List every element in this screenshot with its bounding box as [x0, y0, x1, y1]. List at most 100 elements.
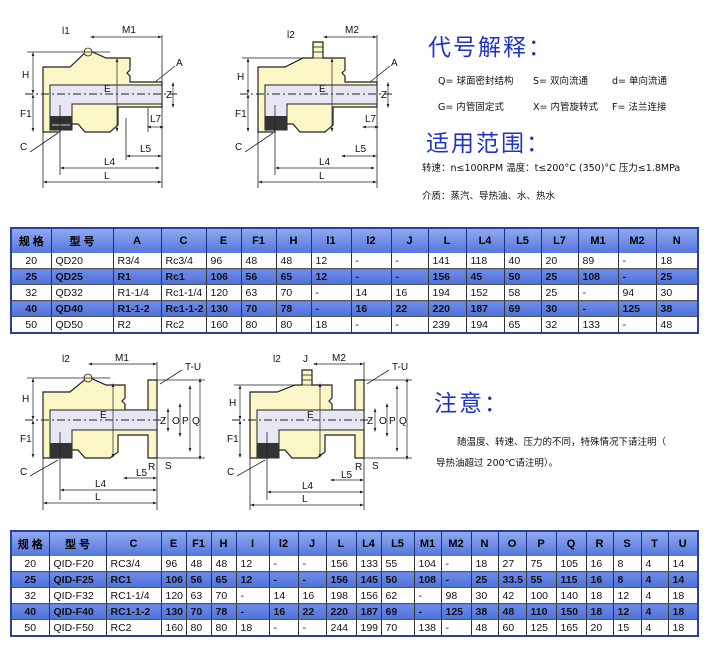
- table-cell: 133: [356, 556, 382, 572]
- table-cell: 18: [586, 603, 614, 620]
- label-h: H: [229, 398, 236, 409]
- table-cell: 58: [504, 284, 542, 301]
- table-cell: 30: [656, 284, 699, 301]
- label-s: S: [165, 461, 172, 472]
- label-m2: M2: [332, 353, 346, 364]
- table-cell: 125: [526, 619, 557, 637]
- table-cell: 33.5: [498, 571, 527, 588]
- label-l2: l2: [273, 354, 281, 365]
- table-cell: 70: [241, 300, 277, 317]
- table-cell: 115: [556, 571, 587, 588]
- table-cell: 62: [381, 587, 415, 604]
- table-cell: 145: [356, 571, 382, 588]
- table-cell: 12: [613, 603, 642, 620]
- table-cell: 18: [656, 253, 699, 269]
- table-cell: 220: [326, 603, 357, 620]
- table-cell: 125: [441, 603, 472, 620]
- table-cell: QD32: [51, 284, 114, 301]
- column-header: C: [161, 228, 207, 253]
- label-f1: F1: [20, 434, 32, 445]
- column-header: l2: [351, 228, 392, 253]
- table-cell: 96: [206, 253, 242, 269]
- label-a: A: [176, 58, 183, 69]
- table-cell: -: [298, 556, 327, 572]
- table-cell: R2: [113, 316, 162, 334]
- table-cell: 120: [161, 587, 187, 604]
- label-l4: L4: [319, 157, 331, 168]
- column-header: M2: [618, 228, 657, 253]
- column-header: R: [586, 531, 614, 556]
- table-cell: Rc1: [161, 268, 207, 285]
- table-cell: 56: [186, 571, 212, 588]
- table-cell: 40: [11, 300, 52, 317]
- table-cell: -: [441, 571, 472, 588]
- table-cell: 48: [656, 316, 699, 334]
- label-o: O: [379, 416, 387, 427]
- table-cell: 4: [641, 603, 669, 620]
- label-e: E: [307, 410, 314, 421]
- table-cell: 55: [526, 571, 557, 588]
- label-f1: F1: [20, 109, 32, 120]
- table-cell: 48: [471, 619, 499, 637]
- table-cell: 80: [211, 619, 237, 637]
- table-cell: 48: [241, 253, 277, 269]
- table-cell: 194: [466, 316, 505, 334]
- table-cell: 18: [586, 587, 614, 604]
- label-r: R: [355, 462, 362, 473]
- table-cell: 48: [211, 556, 237, 572]
- column-header: P: [526, 531, 557, 556]
- table-cell: 12: [311, 253, 352, 269]
- table-cell: 25: [541, 284, 579, 301]
- table-cell: 65: [211, 571, 237, 588]
- column-header: 规 格: [11, 531, 50, 556]
- table-cell: 4: [641, 619, 669, 637]
- table-cell: 198: [326, 587, 357, 604]
- column-header: E: [161, 531, 187, 556]
- table-cell: 8: [613, 571, 642, 588]
- table-cell: 156: [428, 268, 467, 285]
- table-cell: 12: [236, 556, 270, 572]
- table-cell: 220: [428, 300, 467, 317]
- column-header: H: [276, 228, 312, 253]
- table-cell: 16: [269, 603, 299, 620]
- table-cell: 8: [613, 556, 642, 572]
- table-cell: 100: [526, 587, 557, 604]
- table-cell: -: [311, 284, 352, 301]
- table-cell: R1: [113, 268, 162, 285]
- table-cell: -: [391, 253, 429, 269]
- table-cell: 239: [428, 316, 467, 334]
- table-cell: 38: [471, 603, 499, 620]
- table-cell: 55: [381, 556, 415, 572]
- column-header: L: [428, 228, 467, 253]
- legend-item-x: X= 内管旋转式: [533, 102, 598, 113]
- label-z: Z: [166, 90, 172, 101]
- table-cell: 50: [381, 571, 415, 588]
- table-cell: 16: [298, 587, 327, 604]
- column-header: S: [613, 531, 642, 556]
- table-cell: -: [236, 603, 270, 620]
- table-cell: 150: [556, 603, 587, 620]
- label-h: H: [237, 72, 244, 83]
- table-cell: 15: [613, 619, 642, 637]
- table-cell: RC3/4: [106, 556, 162, 572]
- table-cell: 32: [11, 284, 52, 301]
- table-cell: 12: [613, 587, 642, 604]
- table-cell: 18: [668, 603, 699, 620]
- table-cell: 25: [541, 268, 579, 285]
- table-cell: 48: [498, 603, 527, 620]
- table-cell: 89: [578, 253, 619, 269]
- label-l7: L7: [365, 114, 377, 125]
- table-cell: 14: [269, 587, 299, 604]
- column-header: l1: [311, 228, 352, 253]
- table-cell: -: [351, 253, 392, 269]
- table-cell: 156: [326, 556, 357, 572]
- table-cell: 25: [11, 571, 50, 588]
- table-cell: 38: [656, 300, 699, 317]
- label-c: C: [20, 142, 27, 153]
- table-cell: -: [441, 556, 472, 572]
- drawing-qd-rotary: l2 M2 A H F1 E Z L7 C L5 L4 L: [235, 25, 398, 188]
- legend-item-g: G= 内管固定式: [438, 102, 504, 113]
